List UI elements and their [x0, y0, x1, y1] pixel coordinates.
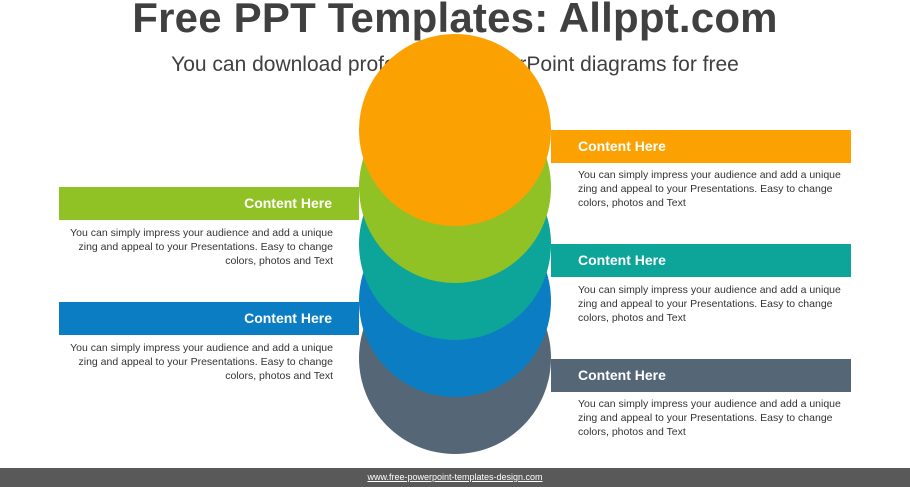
content-heading: Content Here — [578, 138, 666, 154]
content-bar-orange: Content Here — [551, 130, 851, 163]
content-heading: Content Here — [244, 310, 332, 326]
footer-bar: www.free-powerpoint-templates-design.com — [0, 468, 910, 487]
content-bar-green: Content Here — [59, 187, 359, 220]
content-text: You can simply impress your audience and… — [70, 342, 333, 382]
content-text: You can simply impress your audience and… — [70, 227, 333, 267]
content-heading: Content Here — [578, 367, 666, 383]
content-bar-teal: Content Here — [551, 244, 851, 277]
footer-link[interactable]: www.free-powerpoint-templates-design.com — [367, 472, 543, 482]
content-text: You can simply impress your audience and… — [578, 398, 841, 438]
content-heading: Content Here — [578, 252, 666, 268]
content-bar-slate: Content Here — [551, 359, 851, 392]
content-text: You can simply impress your audience and… — [578, 284, 841, 324]
circle-orange — [359, 34, 551, 226]
content-bar-blue: Content Here — [59, 302, 359, 335]
content-heading: Content Here — [244, 195, 332, 211]
content-text: You can simply impress your audience and… — [578, 169, 841, 209]
